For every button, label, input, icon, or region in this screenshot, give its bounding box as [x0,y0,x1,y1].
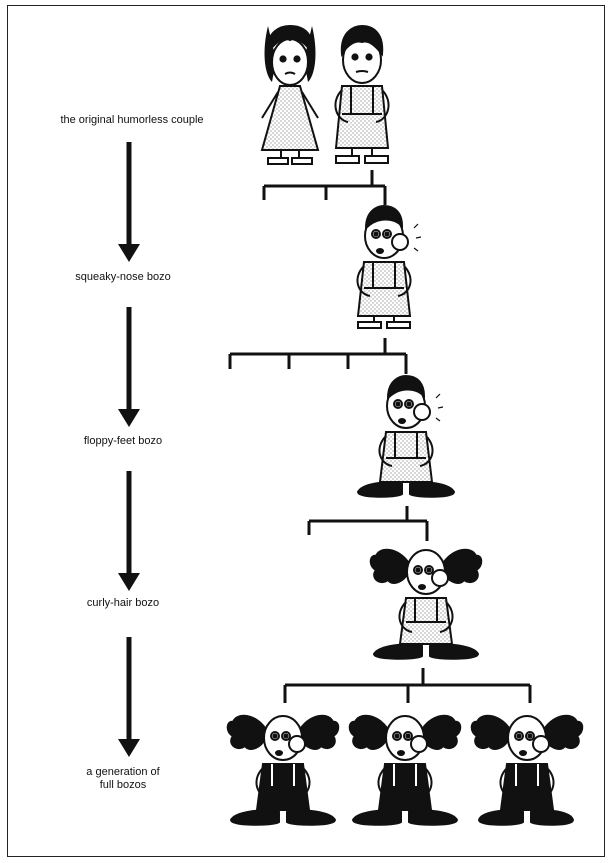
bracket-1 [262,170,387,205]
squeaky-nose-bozo-figure [356,204,422,329]
stage-label-floppy-feet: floppy-feet bozo [83,435,163,447]
bracket-3 [307,506,429,541]
stage-label-full-bozos: a generation of full bozos [86,766,160,791]
bracket-2 [228,338,408,374]
floppy-feet-bozo-figure [356,374,456,498]
diagram-frame [7,5,605,857]
full-bozo-1-figure [226,714,340,826]
arrow-1 [118,142,140,262]
full-bozo-3-figure [470,714,584,826]
arrow-4 [118,637,140,757]
bracket-4 [283,668,532,703]
original-boy-figure [334,24,390,164]
original-girl-figure [260,24,320,165]
stage-label-curly-hair: curly-hair bozo [86,597,160,609]
arrow-3 [118,471,140,591]
curly-hair-bozo-figure [369,548,483,660]
full-bozo-2-figure [348,714,462,826]
stage-label-original-couple: the original humorless couple [60,114,204,126]
stage-label-squeaky-nose: squeaky-nose bozo [75,271,171,283]
arrow-2 [118,307,140,427]
